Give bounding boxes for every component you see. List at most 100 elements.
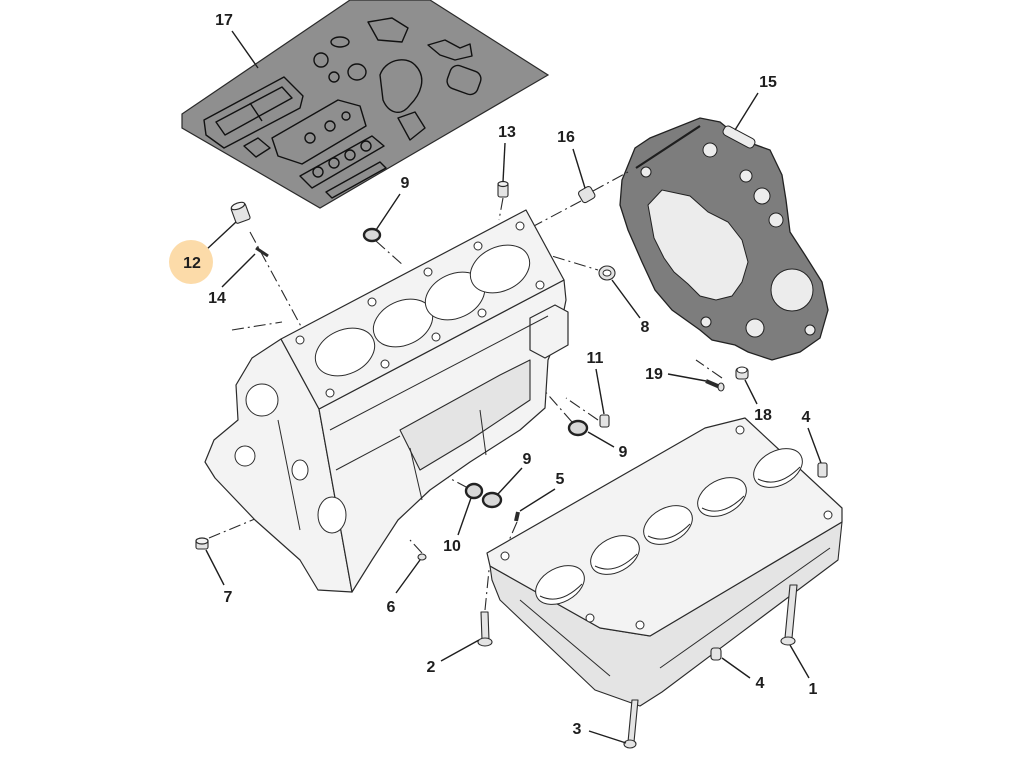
block-edge-line <box>335 435 401 471</box>
leader-line-18 <box>744 379 758 405</box>
stud-body <box>599 414 610 428</box>
alignment-line <box>695 359 723 379</box>
plate-hole <box>753 187 771 205</box>
pin-14 <box>255 246 269 258</box>
plate-opening <box>647 189 749 301</box>
ring-body <box>362 227 382 243</box>
callout-19[interactable]: 19 <box>645 366 663 383</box>
block-crank-window <box>399 359 531 471</box>
ring-9-middle <box>481 491 503 509</box>
main-bearing-saddle-2 <box>590 535 640 575</box>
callout-8[interactable]: 8 <box>641 319 650 336</box>
saddle-shadow <box>701 495 745 512</box>
flange-gasket <box>367 17 409 43</box>
block-edge-line <box>479 409 487 456</box>
head-bolt-hole <box>515 221 525 231</box>
callout-5[interactable]: 5 <box>556 471 565 488</box>
callout-1[interactable]: 1 <box>809 681 818 698</box>
oil-pan-gasket-inner <box>215 86 293 136</box>
dowel-body <box>710 647 722 661</box>
callout-11[interactable]: 11 <box>587 350 604 367</box>
head-bolt-hole <box>295 335 305 345</box>
alignment-line <box>409 539 423 554</box>
callout-13[interactable]: 13 <box>498 124 516 141</box>
leader-line-9-right <box>587 431 615 448</box>
callouts: 17 15 13 16 9 12 14 8 11 19 18 4 9 9 5 1… <box>183 12 817 738</box>
callout-9-top[interactable]: 9 <box>401 175 410 192</box>
plug-6 <box>417 553 427 561</box>
plate-hole <box>700 316 712 328</box>
bedplate-bolt-hole <box>735 425 745 435</box>
intake-gasket-port <box>312 166 324 178</box>
block-end-opening <box>291 459 309 481</box>
plate-hole <box>739 169 753 183</box>
gasket-set-sheet <box>181 0 550 209</box>
callout-3[interactable]: 3 <box>573 721 582 738</box>
strip-gasket <box>325 161 387 199</box>
callout-14[interactable]: 14 <box>208 290 226 307</box>
head-bolt-hole <box>477 308 487 318</box>
ring-9-top <box>362 227 382 243</box>
leader-line-6 <box>395 559 421 594</box>
callout-4-lower[interactable]: 4 <box>756 675 765 692</box>
plate-hole <box>804 324 816 336</box>
cylinder-bore-1 <box>314 327 376 377</box>
cylinder-bore-4 <box>469 244 531 294</box>
main-bearing-saddle-1 <box>535 565 585 605</box>
ring-9-right <box>567 419 589 437</box>
leader-line-5 <box>519 488 556 512</box>
callout-6[interactable]: 6 <box>387 599 396 616</box>
callout-9-right[interactable]: 9 <box>619 444 628 461</box>
intake-gasket-port <box>344 149 356 161</box>
callout-9-middle[interactable]: 9 <box>523 451 532 468</box>
stud-top <box>497 180 509 188</box>
bedplate-edge-line <box>519 599 611 677</box>
leader-line-11 <box>595 368 605 415</box>
saddle-shadow <box>594 553 638 570</box>
thermostat-gasket <box>446 64 482 96</box>
oil-pan-gasket-divider <box>249 102 263 122</box>
leader-line-3 <box>588 730 627 744</box>
leader-line-4-upper <box>807 427 822 464</box>
plate-stud <box>635 125 701 169</box>
block-boss <box>529 304 569 359</box>
main-bearing-saddle-4 <box>697 477 747 517</box>
cover-gasket-hole <box>304 132 316 144</box>
dowel-4-lower <box>710 647 722 661</box>
oil-pan-gasket-outer <box>203 76 304 149</box>
bolt-1 <box>780 584 798 646</box>
callout-2[interactable]: 2 <box>427 659 436 676</box>
stud-11 <box>599 414 610 428</box>
callout-16[interactable]: 16 <box>557 129 575 146</box>
bolt-shank <box>627 699 639 743</box>
leader-line-14 <box>221 253 256 288</box>
callout-4-upper[interactable]: 4 <box>802 409 811 426</box>
alignment-line <box>592 171 629 192</box>
alignment-line <box>565 397 599 421</box>
cover-gasket-hole <box>341 111 351 121</box>
head-bolt-hole <box>473 241 483 251</box>
callout-7[interactable]: 7 <box>224 589 233 606</box>
bedplate-bolt-hole <box>635 620 645 630</box>
callout-12[interactable]: 12 <box>183 255 201 272</box>
block-end-opening <box>317 496 347 534</box>
bedplate-edge-line <box>659 547 831 669</box>
callout-10[interactable]: 10 <box>443 538 461 555</box>
block-end-opening <box>245 383 279 417</box>
leader-line-17 <box>231 30 259 69</box>
block-edge-line <box>329 315 549 431</box>
leader-line-2 <box>440 639 480 662</box>
block-edge-line <box>409 447 423 501</box>
loop-gasket <box>379 59 423 113</box>
plate-hole <box>702 142 718 158</box>
stud-13 <box>497 180 509 198</box>
engine-block <box>204 209 569 593</box>
leader-line-9-middle <box>497 467 523 495</box>
dowel-18 <box>735 366 749 380</box>
callout-15[interactable]: 15 <box>759 74 777 91</box>
ring-10 <box>464 482 484 500</box>
o-ring <box>313 52 329 68</box>
callout-18[interactable]: 18 <box>754 407 772 424</box>
leader-line-13 <box>502 142 506 183</box>
callout-17[interactable]: 17 <box>215 12 233 29</box>
